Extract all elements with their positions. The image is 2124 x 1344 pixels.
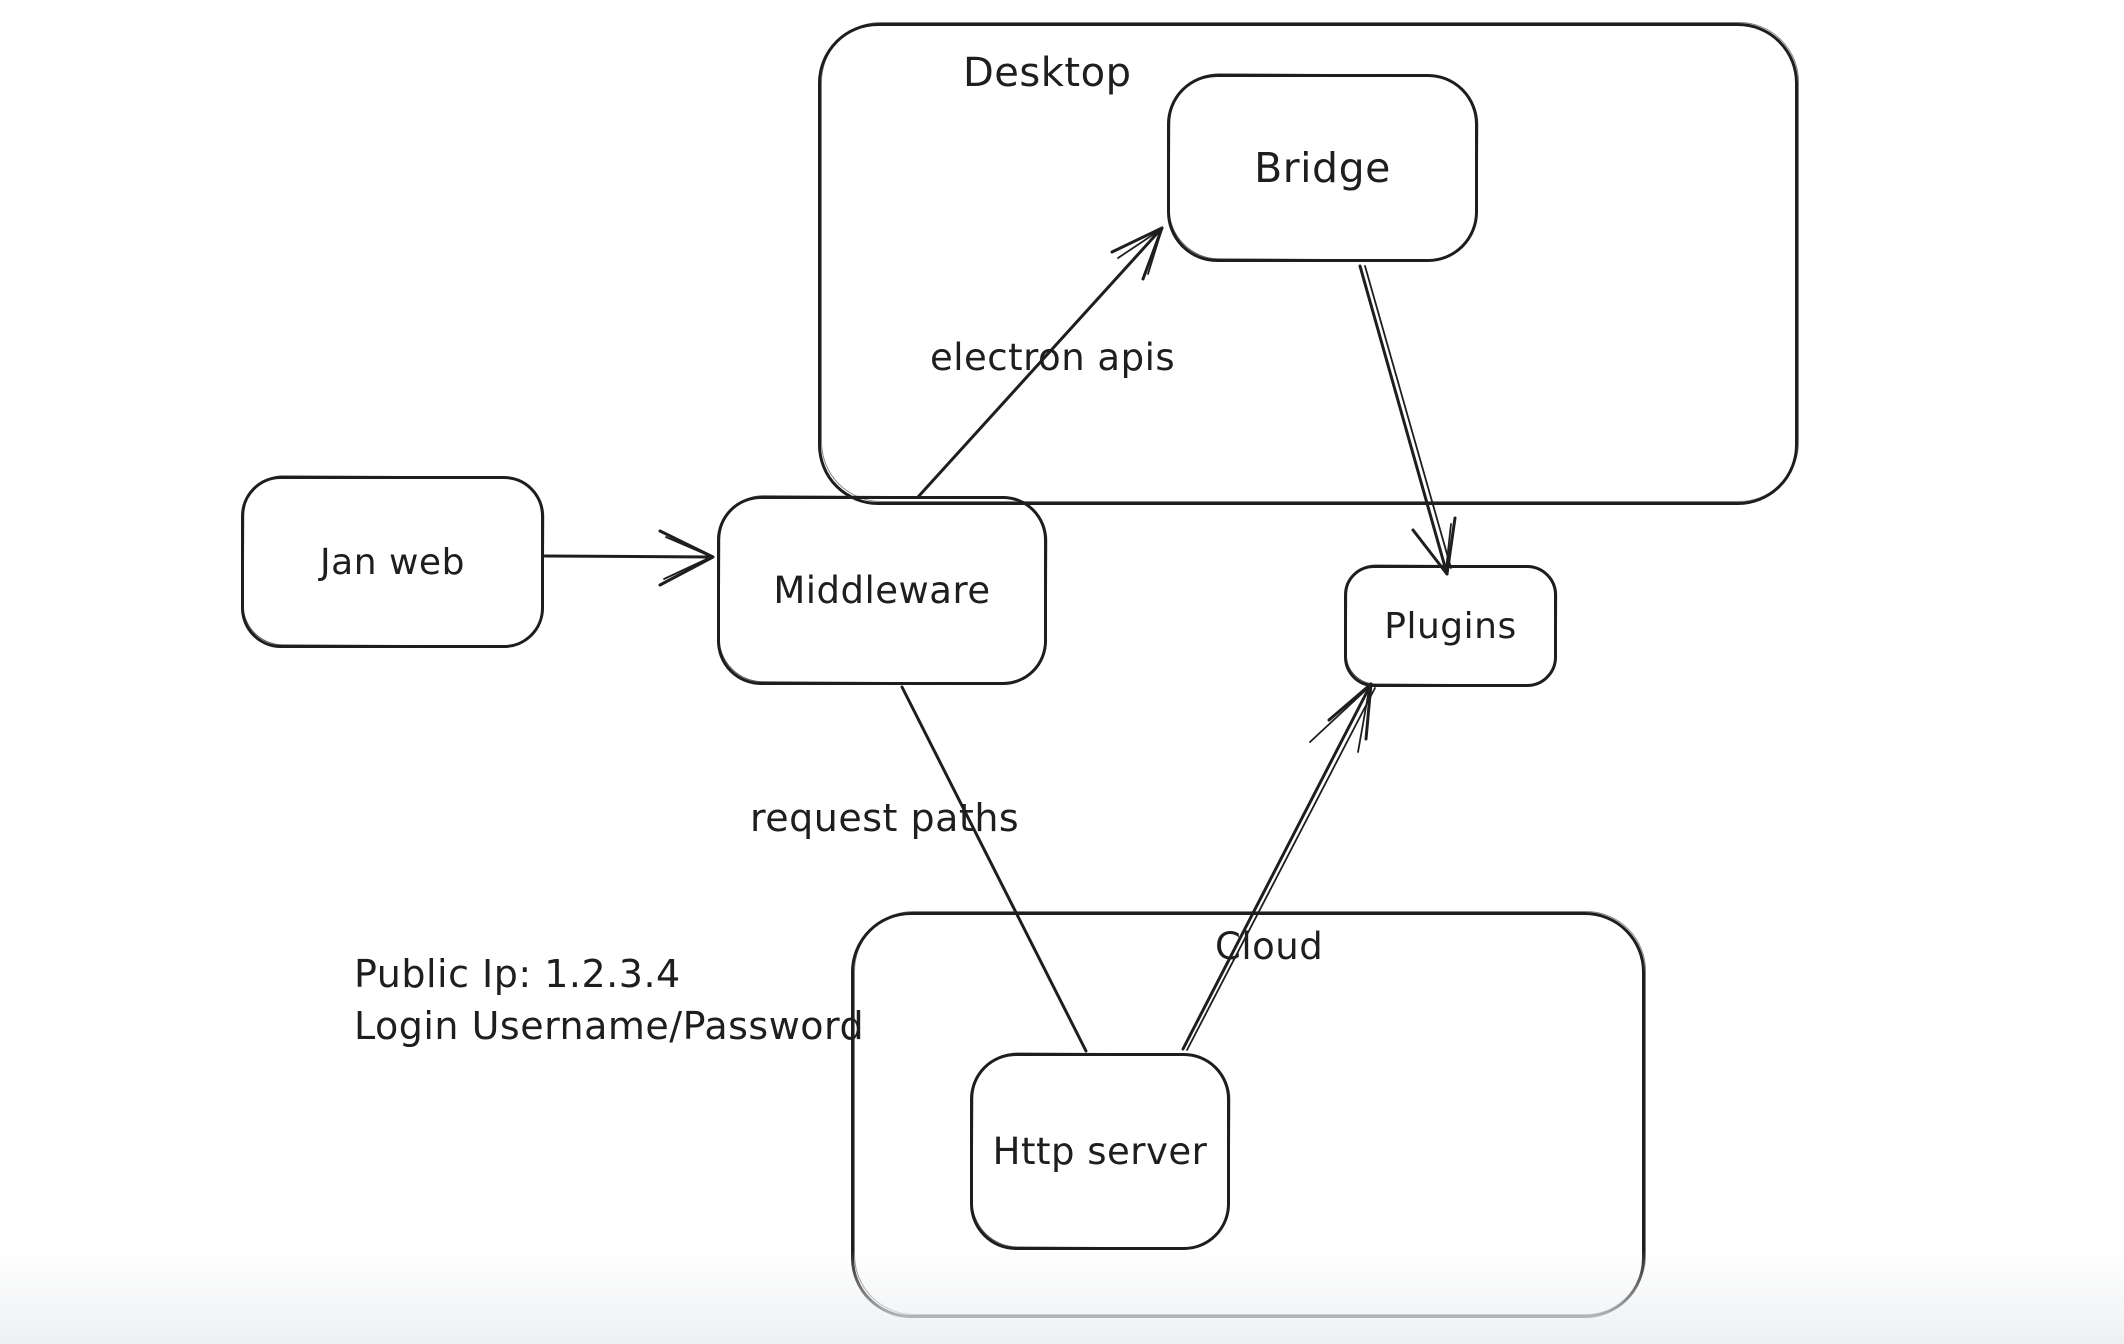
arrowhead-icon [1327, 682, 1373, 741]
arrowhead-overdraw [1445, 523, 1452, 571]
arrowhead-overdraw [1117, 229, 1161, 259]
node-plugins[interactable]: Plugins [1344, 565, 1557, 687]
node-plugins-label: Plugins [1384, 605, 1517, 647]
arrowhead-icon [1110, 226, 1164, 281]
arrowhead-overdraw [1309, 687, 1369, 743]
edge-line [1358, 264, 1449, 576]
edge-label-electron-apis[interactable]: electron apis [930, 336, 1176, 379]
edge-middleware-httpserver[interactable] [900, 685, 1088, 1053]
edge-middleware-bridge[interactable] [916, 226, 1164, 499]
edge-line [916, 226, 1164, 499]
container-desktop-label: Desktop [963, 50, 1132, 96]
edge-label-request-paths[interactable]: request paths [750, 796, 1020, 840]
arrowhead-icon [1411, 516, 1457, 576]
arrowhead-overdraw [1357, 689, 1370, 753]
container-desktop[interactable] [818, 23, 1798, 505]
node-jan-web-label: Jan web [320, 541, 465, 583]
public-ip-line: Public Ip: 1.2.3.4 [354, 952, 681, 996]
arrowhead-icon [658, 529, 715, 587]
login-line: Login Username/Password [354, 1004, 865, 1049]
arrowhead-overdraw [665, 536, 711, 557]
edge-line [1181, 682, 1373, 1051]
node-jan-web[interactable]: Jan web [241, 476, 544, 648]
arrowhead-overdraw [1147, 231, 1162, 275]
edge-bridge-plugins[interactable] [1358, 264, 1457, 576]
edge-janweb-middleware[interactable] [543, 529, 715, 587]
node-middleware-label: Middleware [773, 569, 991, 612]
edge-line [900, 685, 1088, 1053]
edge-line [543, 554, 714, 559]
edge-overdraw [1364, 265, 1452, 569]
edge-overdraw [1186, 687, 1376, 1051]
node-middleware[interactable]: Middleware [717, 496, 1047, 685]
edge-httpserver-plugins[interactable] [1181, 682, 1376, 1051]
public-ip-note[interactable]: Public Ip: 1.2.3.4 Login Username/Passwo… [354, 948, 864, 1053]
arrowhead-overdraw [663, 557, 710, 580]
